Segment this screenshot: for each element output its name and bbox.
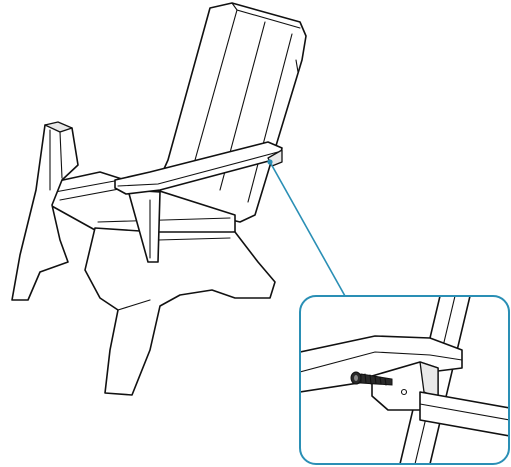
- chair-right-frame: [84, 227, 276, 396]
- chair-illustration: [11, 2, 307, 396]
- callout-leader-line: [269, 161, 346, 297]
- chair-left-frame: [11, 121, 79, 301]
- callout-anchor-dot: [267, 159, 273, 165]
- screw-icon: [350, 371, 393, 386]
- chair-backrest: [149, 2, 307, 223]
- detail-inset: [299, 295, 510, 465]
